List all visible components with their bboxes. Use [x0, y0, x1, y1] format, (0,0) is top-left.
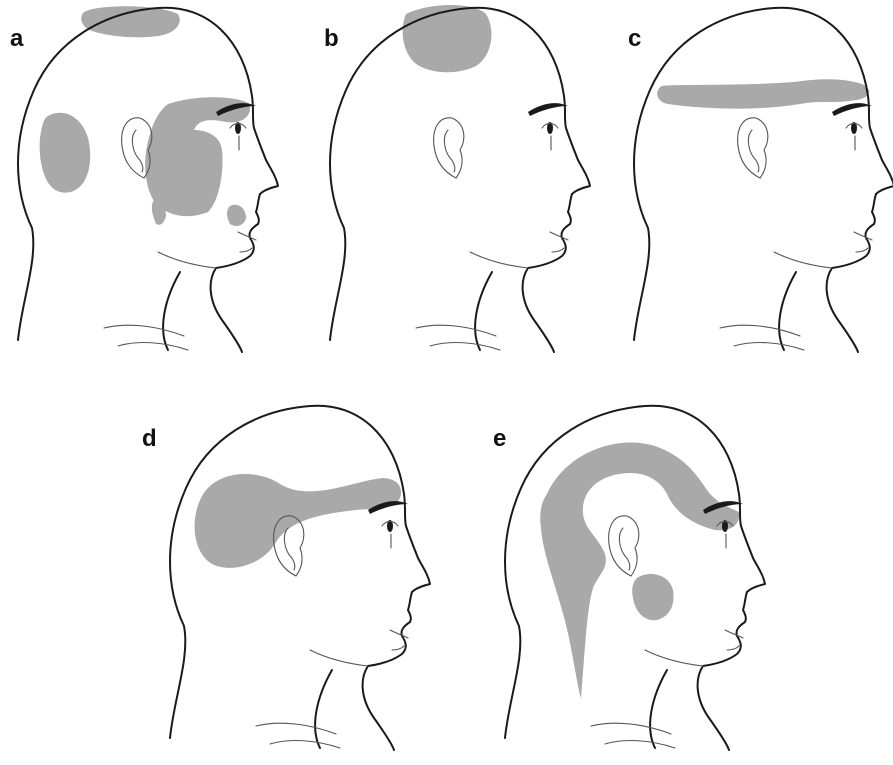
panel-c: c	[628, 8, 893, 352]
panel-b: b	[324, 5, 590, 352]
panel-label-a: a	[10, 25, 24, 52]
panel-label-c: c	[628, 25, 641, 52]
panel-a: a	[10, 6, 278, 352]
pain-regions-c	[657, 79, 869, 108]
panel-d: d	[142, 406, 430, 750]
pain-regions-b	[403, 5, 492, 72]
pain-regions-a	[40, 6, 251, 226]
panel-label-e: e	[493, 425, 506, 452]
panel-e: e	[493, 406, 765, 750]
pain-regions-d	[195, 474, 401, 568]
pain-regions-e	[540, 443, 739, 698]
panel-label-d: d	[142, 425, 157, 452]
panel-label-b: b	[324, 25, 339, 52]
